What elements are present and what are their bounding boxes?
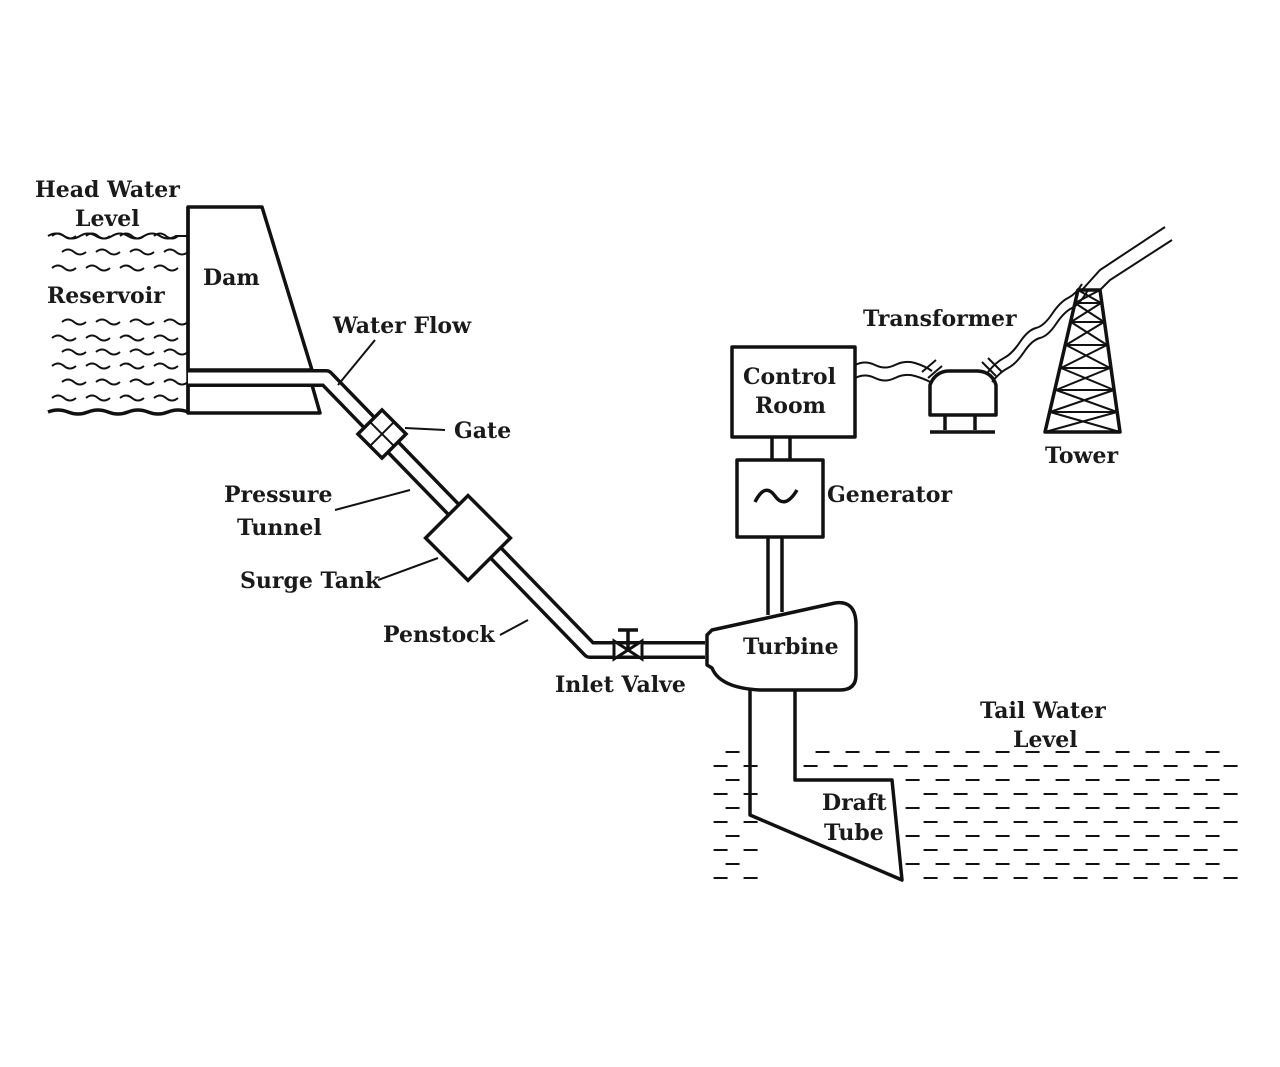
label-tower: Tower	[1045, 443, 1118, 469]
label-control-room: Control	[743, 364, 836, 390]
water-wave	[119, 334, 145, 342]
label-pressure-tunnel: Pressure	[224, 482, 333, 508]
surge-tank	[423, 493, 513, 583]
label-dam: Dam	[203, 265, 260, 291]
water-wave	[61, 348, 87, 356]
water-wave	[85, 264, 111, 272]
label-head-water-level-line2: Level	[75, 206, 140, 232]
tail-water	[713, 751, 1238, 879]
label-tail-water-level: Tail Water	[980, 698, 1106, 724]
label-reservoir: Reservoir	[47, 283, 165, 309]
water-wave	[51, 264, 77, 272]
label-generator: Generator	[827, 482, 952, 508]
label-surge-tank: Surge Tank	[240, 568, 381, 594]
label-draft-tube: Draft	[822, 790, 887, 816]
control-room	[730, 345, 857, 439]
pressure-tunnel-penstock	[188, 369, 705, 659]
water-wave	[129, 318, 155, 326]
label-pressure-tunnel-line2: Tunnel	[237, 515, 322, 541]
water-wave	[95, 248, 121, 256]
label-head-water-level: Head Water	[35, 177, 180, 203]
water-wave	[95, 348, 121, 356]
label-transformer: Transformer	[863, 306, 1017, 332]
water-wave	[85, 362, 111, 370]
water-wave	[163, 318, 189, 326]
label-control-room-line2: Room	[755, 393, 826, 419]
water-wave	[153, 334, 179, 342]
transformer	[921, 357, 1003, 434]
water-wave	[51, 362, 77, 370]
water-wave	[119, 264, 145, 272]
water-wave	[95, 318, 121, 326]
water-wave	[163, 348, 189, 356]
label-tail-water-level-line2: Level	[1013, 727, 1078, 753]
transmission-wires	[854, 226, 1173, 383]
water-wave	[153, 264, 179, 272]
tower	[1043, 288, 1122, 434]
label-water-flow: Water Flow	[332, 313, 472, 339]
label-penstock: Penstock	[383, 622, 496, 648]
water-wave	[163, 248, 189, 256]
head-water-surface	[47, 232, 188, 240]
water-wave	[129, 248, 155, 256]
generator-sine-icon	[753, 488, 799, 504]
water-wave	[153, 362, 179, 370]
water-wave	[119, 394, 145, 402]
water-wave	[129, 378, 155, 386]
label-inlet-valve: Inlet Valve	[555, 672, 686, 698]
water-wave	[51, 334, 77, 342]
gate	[355, 407, 409, 461]
water-wave	[119, 362, 145, 370]
water-wave	[85, 334, 111, 342]
dam-base	[186, 383, 322, 415]
draft-tube	[748, 690, 904, 882]
label-turbine: Turbine	[743, 634, 839, 660]
inlet-valve	[612, 628, 644, 662]
water-wave	[61, 378, 87, 386]
leader-lines	[334, 339, 529, 636]
water-wave	[129, 348, 155, 356]
water-wave	[163, 378, 189, 386]
turbine	[705, 600, 858, 692]
water-wave	[85, 394, 111, 402]
generator	[735, 458, 825, 539]
water-wave	[95, 378, 121, 386]
label-gate: Gate	[454, 418, 511, 444]
water-wave	[61, 248, 87, 256]
reservoir-bed-line	[47, 408, 189, 416]
turbine-shaft	[766, 537, 784, 615]
water-wave	[61, 318, 87, 326]
water-wave	[153, 394, 179, 402]
water-wave	[51, 394, 77, 402]
label-draft-tube-line2: Tube	[824, 820, 884, 846]
reservoir-water	[47, 232, 189, 402]
